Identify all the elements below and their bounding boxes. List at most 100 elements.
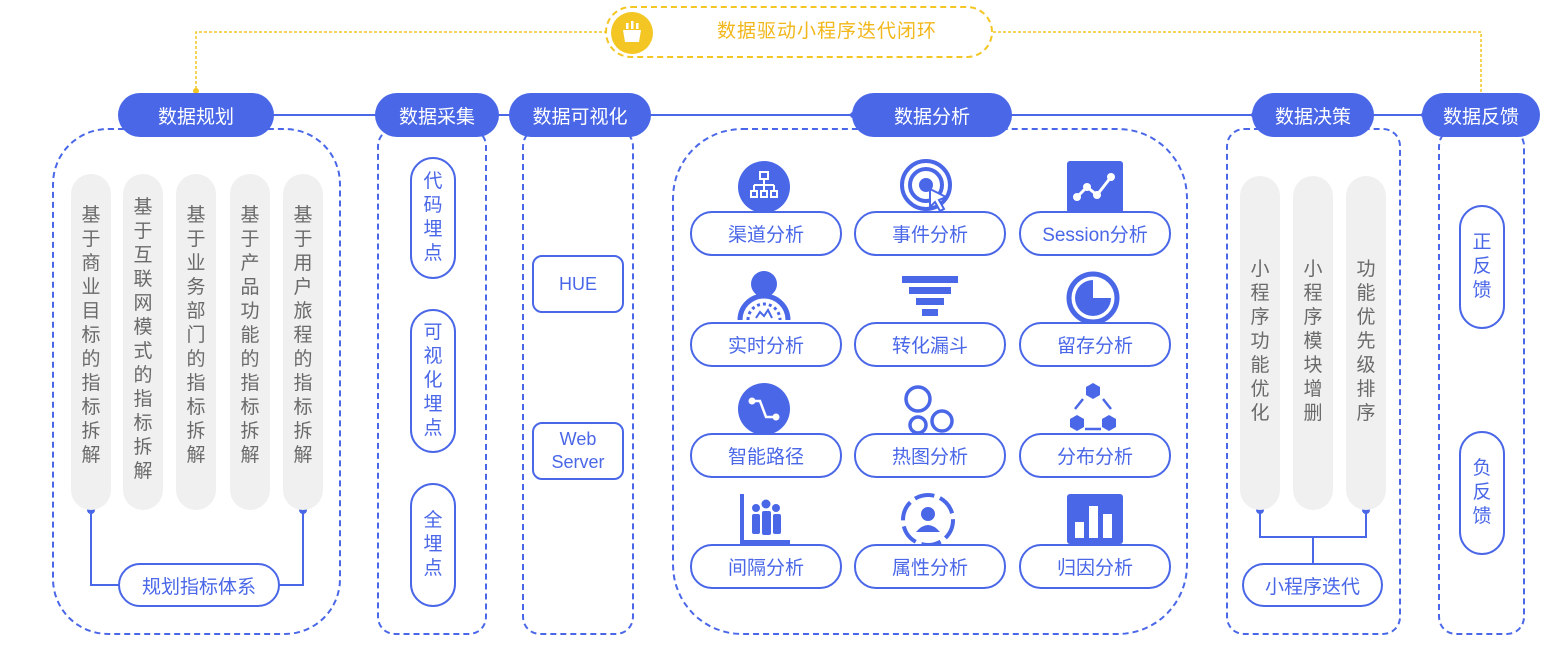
- planning-item: 基于用户旅程的指标拆解: [283, 174, 323, 510]
- analysis-item: 留存分析: [1019, 322, 1171, 367]
- vertical-char: 网: [133, 293, 153, 314]
- analysis-item: 实时分析: [690, 322, 842, 367]
- planning-result: 规划指标体系: [118, 563, 280, 607]
- vertical-char: 块: [1303, 355, 1323, 376]
- collection-item: 可视化埋点: [410, 309, 456, 453]
- vertical-char: 商: [81, 253, 101, 274]
- vertical-char: 的: [240, 349, 260, 370]
- vertical-char: 化: [423, 370, 443, 391]
- vertical-char: 化: [1250, 403, 1270, 424]
- vertical-char: 优: [1250, 379, 1270, 400]
- vertical-char: 基: [186, 205, 206, 226]
- vertical-char: 解: [81, 445, 101, 466]
- vertical-char: 目: [81, 301, 101, 322]
- vertical-char: 指: [240, 373, 260, 394]
- vertical-char: 产: [240, 253, 260, 274]
- planning-item: 基于业务部门的指标拆解: [176, 174, 216, 510]
- vertical-char: 标: [81, 325, 101, 346]
- vertical-char: 程: [1250, 283, 1270, 304]
- vertical-char: 点: [423, 558, 443, 579]
- vertical-char: 反: [1472, 256, 1492, 277]
- vertical-char: 拆: [186, 421, 206, 442]
- vertical-char: 联: [133, 269, 153, 290]
- stage-collection: 数据采集: [375, 93, 499, 137]
- analysis-item: 智能路径: [690, 433, 842, 478]
- vertical-char: 的: [81, 349, 101, 370]
- planning-item: 基于互联网模式的指标拆解: [123, 174, 163, 510]
- decision-item: 功能优先级排序: [1346, 176, 1386, 510]
- feedback-positive: 正反馈: [1459, 205, 1505, 329]
- vertical-char: 用: [293, 253, 313, 274]
- vertical-char: 点: [423, 418, 443, 439]
- stage-planning: 数据规划: [118, 93, 274, 137]
- vertical-char: 增: [1303, 379, 1323, 400]
- vertical-char: 于: [81, 229, 101, 250]
- vertical-char: 模: [1303, 331, 1323, 352]
- title-text: 数据驱动小程序迭代闭环: [716, 21, 937, 42]
- title-banner: 数据驱动小程序迭代闭环: [605, 6, 993, 58]
- vertical-char: 埋: [423, 219, 443, 240]
- analysis-item: 间隔分析: [690, 544, 842, 589]
- planning-item: 基于产品功能的指标拆解: [230, 174, 270, 510]
- stage-visualization: 数据可视化: [509, 93, 651, 137]
- vertical-char: 指: [133, 389, 153, 410]
- hexagon-icon: [1065, 381, 1125, 442]
- vertical-char: 埋: [423, 534, 443, 555]
- vertical-char: 馈: [1472, 280, 1492, 301]
- webserver-text: Web Server: [551, 429, 605, 472]
- vertical-char: 序: [1250, 307, 1270, 328]
- stage-analysis: 数据分析: [852, 93, 1012, 137]
- vertical-char: 标: [293, 397, 313, 418]
- vertical-char: 负: [1472, 458, 1492, 479]
- decision-item: 小程序功能优化: [1240, 176, 1280, 510]
- analysis-item: 渠道分析: [690, 211, 842, 256]
- vertical-char: 互: [133, 245, 153, 266]
- vertical-char: 基: [81, 205, 101, 226]
- analysis-item: 属性分析: [854, 544, 1006, 589]
- visualization-item-hue: HUE: [532, 255, 624, 313]
- vertical-char: 标: [186, 397, 206, 418]
- vertical-char: 拆: [293, 421, 313, 442]
- vertical-char: 小: [1250, 259, 1270, 280]
- vertical-char: 代: [423, 171, 443, 192]
- visualization-item-webserver: Web Server: [532, 422, 624, 480]
- vertical-char: 正: [1472, 232, 1492, 253]
- stage-feedback: 数据反馈: [1422, 93, 1540, 137]
- vertical-char: 功: [1356, 259, 1376, 280]
- vertical-char: 码: [423, 195, 443, 216]
- vertical-char: 能: [1356, 283, 1376, 304]
- path-icon: [736, 381, 796, 442]
- trend-line-icon: [1065, 159, 1125, 220]
- planning-item: 基于商业目标的指标拆解: [71, 174, 111, 510]
- analysis-item: 分布分析: [1019, 433, 1171, 478]
- vertical-char: 反: [1472, 482, 1492, 503]
- vertical-char: 品: [240, 277, 260, 298]
- vertical-char: 程: [1303, 283, 1323, 304]
- decision-item: 小程序模块增删: [1293, 176, 1333, 510]
- bar-chart-icon: [1065, 492, 1125, 553]
- vertical-char: 能: [1250, 355, 1270, 376]
- vertical-char: 解: [240, 445, 260, 466]
- vertical-char: 视: [423, 346, 443, 367]
- vertical-char: 拆: [81, 421, 101, 442]
- vertical-char: 基: [293, 205, 313, 226]
- vertical-char: 于: [293, 229, 313, 250]
- feedback-negative: 负反馈: [1459, 431, 1505, 555]
- vertical-char: 务: [186, 277, 206, 298]
- org-chart-icon: [736, 159, 796, 220]
- vertical-char: 拆: [133, 437, 153, 458]
- vertical-char: 业: [81, 277, 101, 298]
- vertical-char: 程: [293, 325, 313, 346]
- collection-item: 代码埋点: [410, 157, 456, 279]
- analysis-item: 事件分析: [854, 211, 1006, 256]
- vertical-char: 于: [186, 229, 206, 250]
- vertical-char: 的: [293, 349, 313, 370]
- vertical-char: 功: [240, 301, 260, 322]
- vertical-char: 的: [133, 365, 153, 386]
- vertical-char: 级: [1356, 355, 1376, 376]
- vertical-char: 小: [1303, 259, 1323, 280]
- vertical-char: 标: [81, 397, 101, 418]
- vertical-char: 于: [240, 229, 260, 250]
- vertical-char: 指: [186, 373, 206, 394]
- vertical-char: 馈: [1472, 506, 1492, 527]
